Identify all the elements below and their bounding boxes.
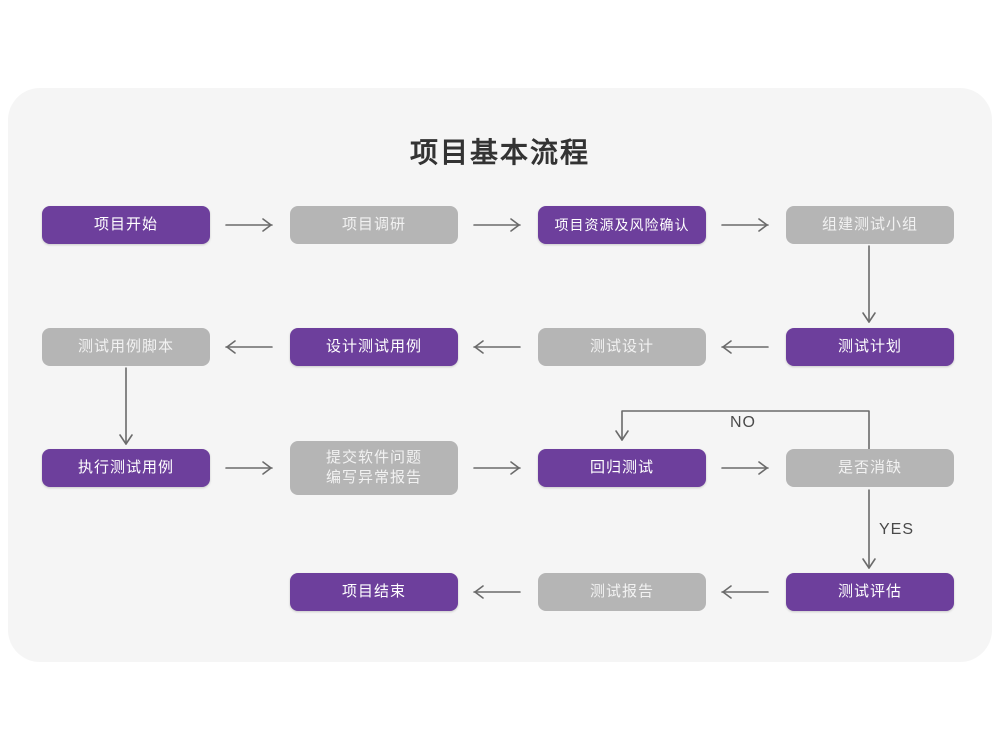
- node-project-research[interactable]: 项目调研: [290, 206, 458, 244]
- edge-label-no: NO: [730, 414, 756, 431]
- diagram-title: 项目基本流程: [409, 137, 590, 168]
- node-test-design[interactable]: 测试设计: [538, 328, 706, 366]
- node-test-case-script[interactable]: 测试用例脚本: [42, 328, 210, 366]
- node-test-evaluation[interactable]: 测试评估: [786, 573, 954, 611]
- node-project-end[interactable]: 项目结束: [290, 573, 458, 611]
- node-regression-test[interactable]: 回归测试: [538, 449, 706, 487]
- node-test-plan[interactable]: 测试计划: [786, 328, 954, 366]
- node-test-report[interactable]: 测试报告: [538, 573, 706, 611]
- node-defect-cleared-decision[interactable]: 是否消缺: [786, 449, 954, 487]
- node-submit-bug-write-report[interactable]: 提交软件问题 编写异常报告: [290, 441, 458, 495]
- node-resource-and-risk-confirm[interactable]: 项目资源及风险确认: [538, 206, 706, 244]
- node-build-test-team[interactable]: 组建测试小组: [786, 206, 954, 244]
- node-design-test-case[interactable]: 设计测试用例: [290, 328, 458, 366]
- node-execute-test-case[interactable]: 执行测试用例: [42, 449, 210, 487]
- diagram-panel: [8, 88, 992, 662]
- node-project-start[interactable]: 项目开始: [42, 206, 210, 244]
- edge-label-yes: YES: [879, 521, 915, 538]
